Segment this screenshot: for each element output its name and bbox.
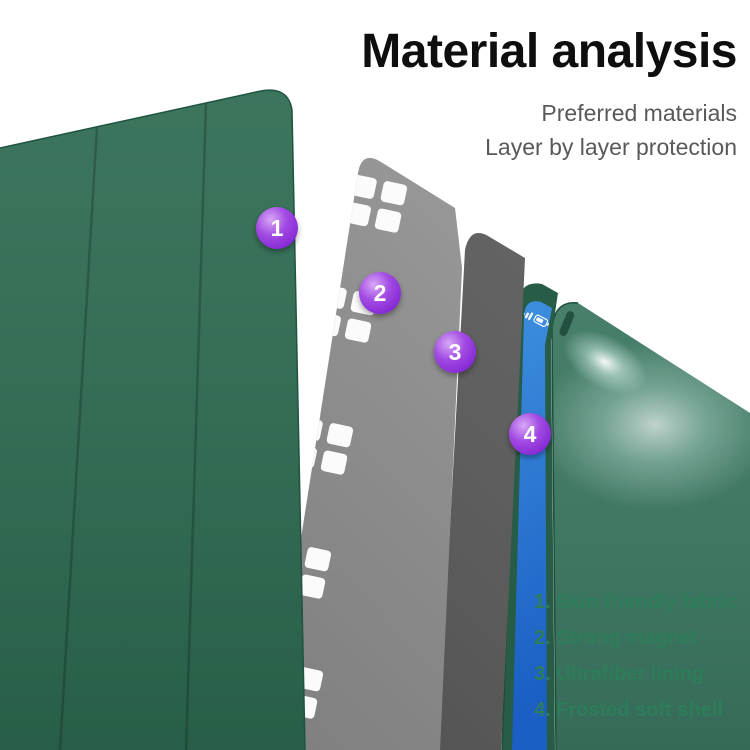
legend-item: 3. Ultrafiber lining [534, 663, 705, 685]
signal-icon [527, 312, 534, 321]
shell-edge [551, 302, 579, 750]
badge-circle [359, 272, 401, 314]
badge-circle [256, 207, 298, 249]
badge-number: 4 [524, 421, 537, 447]
subtitle-block: Preferred materials Layer by layer prote… [485, 96, 737, 164]
battery-cap [546, 323, 550, 326]
battery-icon [533, 314, 549, 328]
battery-level [536, 317, 544, 324]
subtitle-line: Preferred materials [541, 100, 737, 126]
camera-cutout [559, 311, 575, 336]
fold-crease [58, 126, 99, 750]
badge-4: 4 [509, 413, 551, 455]
badge-2: 2 [359, 272, 401, 314]
light-reflection [563, 329, 647, 395]
cover-edge [0, 89, 306, 750]
badge-number: 3 [449, 339, 462, 365]
signal-icon [524, 312, 530, 319]
badge-circle [434, 331, 476, 373]
material-legend: 1. Skin friendly fabric 2. Strong magnet… [534, 584, 736, 728]
legend-item: 4. Frosted soft shell [534, 699, 723, 721]
badge-circle [509, 413, 551, 455]
badge-number: 2 [374, 280, 387, 306]
magnet-pad-group [344, 174, 408, 233]
badge-3: 3 [434, 331, 476, 373]
legend-item: 1. Skin friendly fabric [534, 591, 737, 613]
fold-crease [184, 102, 208, 750]
page-title: Material analysis [361, 25, 737, 78]
legend-item: 2. Strong magnet [534, 627, 698, 649]
subtitle-line: Layer by layer protection [485, 134, 737, 160]
badge-number: 1 [271, 215, 284, 241]
badge-1: 1 [256, 207, 298, 249]
